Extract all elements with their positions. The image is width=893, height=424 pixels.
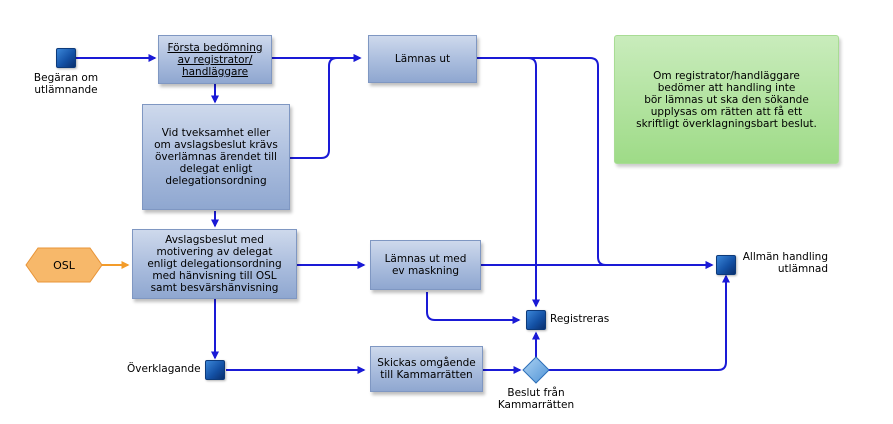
allman-handling-label: Allmän handling utlämnad bbox=[742, 251, 828, 275]
info-note-text: Om registrator/handläggare bedömer att h… bbox=[636, 69, 817, 130]
skickas-box: Skickas omgående till Kammarrätten bbox=[370, 346, 483, 392]
registreras-label: Registreras bbox=[550, 313, 610, 325]
beslut-kammarratten-label: Beslut från Kammarrätten bbox=[497, 387, 575, 411]
forsta-bedomning-label: Första bedömning av registrator/ handläg… bbox=[167, 41, 263, 78]
registreras-node bbox=[526, 310, 546, 330]
lamnas-ut-maskning-label: Lämnas ut med ev maskning bbox=[384, 253, 467, 277]
lamnas-ut-maskning-box: Lämnas ut med ev maskning bbox=[370, 240, 481, 290]
skickas-label: Skickas omgående till Kammarrätten bbox=[377, 357, 476, 381]
info-note: Om registrator/handläggare bedömer att h… bbox=[614, 35, 839, 164]
edge-tveksamhet-to-lamnas-ut bbox=[290, 54, 362, 159]
lamnas-ut-box: Lämnas ut bbox=[368, 35, 477, 83]
edge-beslut-to-allman bbox=[548, 274, 730, 371]
osl-shape bbox=[25, 247, 103, 283]
start-label: Begäran om utlämnande bbox=[33, 72, 99, 96]
allman-handling-node bbox=[716, 255, 736, 275]
edge-maskning-to-registreras bbox=[426, 292, 521, 324]
avslagsbeslut-label: Avslagsbeslut med motivering av delegat … bbox=[147, 234, 282, 294]
lamnas-ut-label: Lämnas ut bbox=[394, 53, 451, 65]
vid-tveksamhet-label: Vid tveksamhet eller om avslagsbeslut kr… bbox=[154, 127, 278, 187]
forsta-bedomning-box: Första bedömning av registrator/ handläg… bbox=[158, 35, 272, 84]
edge-lamnas-ut-to-registreras bbox=[477, 57, 540, 308]
overklagande-label: Överklagande bbox=[127, 363, 201, 375]
avslagsbeslut-box: Avslagsbeslut med motivering av delegat … bbox=[132, 229, 297, 299]
start-node bbox=[56, 48, 76, 68]
osl-label: OSL bbox=[53, 258, 75, 272]
vid-tveksamhet-box: Vid tveksamhet eller om avslagsbeslut kr… bbox=[142, 104, 290, 210]
beslut-diamond bbox=[522, 356, 550, 384]
overklagande-node bbox=[205, 360, 225, 380]
